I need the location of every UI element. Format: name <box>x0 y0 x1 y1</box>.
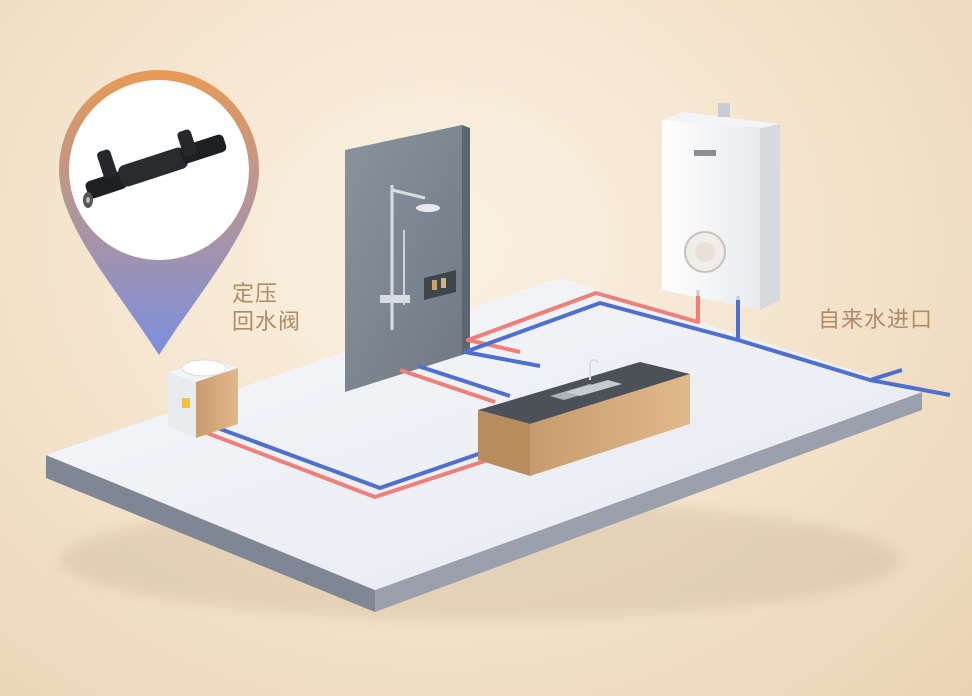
water-heater <box>662 103 780 322</box>
water-inlet-label: 自来水进口 <box>818 308 934 333</box>
bathroom-basin-cabinet <box>168 359 238 438</box>
floor-edge-right <box>375 392 922 612</box>
valve-label-line2: 回水阀 <box>232 310 302 335</box>
valve-label-line1: 定压 <box>232 282 279 307</box>
kitchen-counter-sink <box>478 359 690 476</box>
floor-edge-front <box>46 455 375 612</box>
valve-callout-pin <box>59 70 259 355</box>
pressure-return-valve <box>83 129 227 208</box>
valve-label: 定压 回水阀 <box>232 281 322 337</box>
shower-wall <box>345 125 470 392</box>
